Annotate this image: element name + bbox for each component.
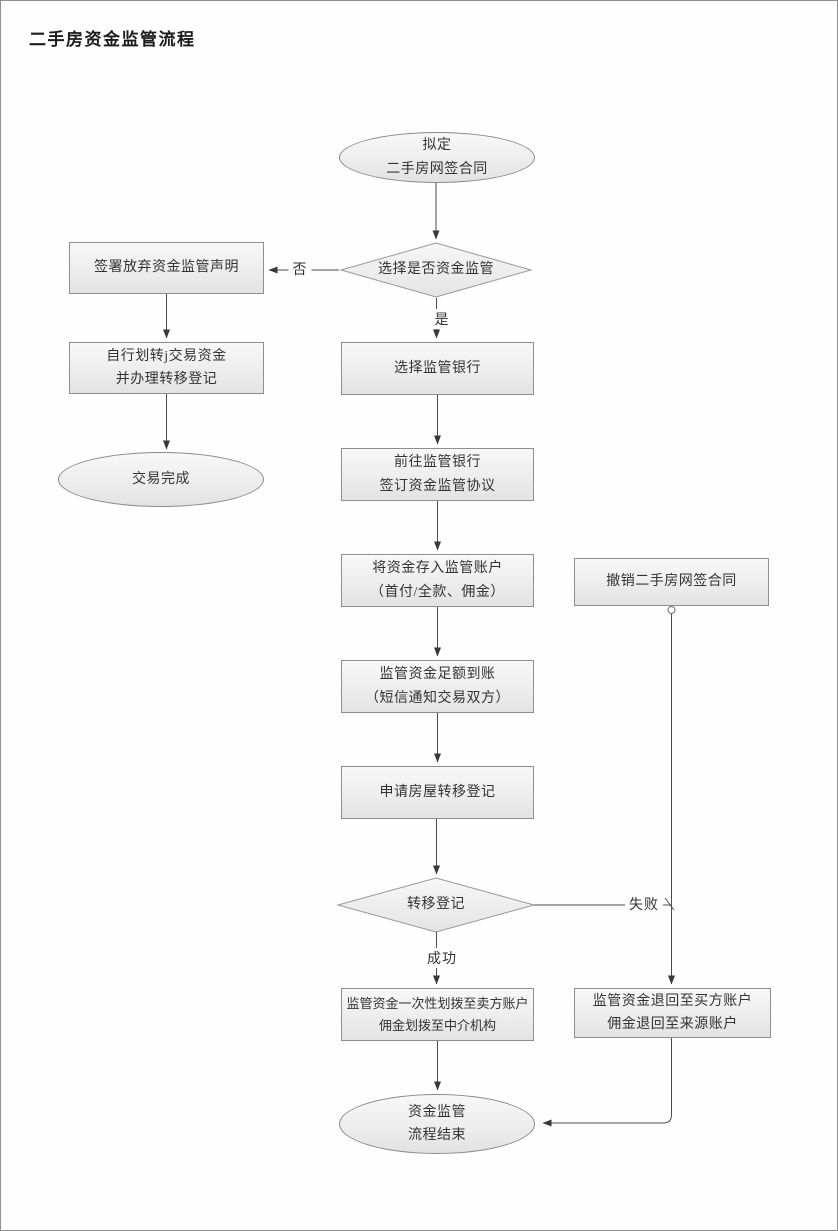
node-deposit-funds-line2: （首付/全款、佣金） <box>370 584 505 600</box>
node-funds-arrived-line2: （短信通知交易双方） <box>365 690 510 706</box>
node-funds-arrived-line1: 监管资金足额到账 <box>379 667 496 683</box>
node-decide-transfer-label: 转移登记 <box>407 897 465 913</box>
node-start-line2: 二手房网签合同 <box>386 161 488 177</box>
node-deposit-funds-line1: 将资金存入监管账户 <box>372 561 503 577</box>
node-end-line1: 资金监管 <box>408 1104 466 1120</box>
node-payout-seller-line2: 佣金划拨至中介机构 <box>378 1017 496 1033</box>
node-refund-buyer-line1: 监管资金退回至买方账户 <box>592 993 753 1009</box>
node-start: 拟定 二手房网签合同 <box>339 132 535 183</box>
node-start-line1: 拟定 <box>422 138 452 154</box>
cancel-bottom-connector-circle <box>667 606 676 614</box>
node-apply-transfer-label: 申请房屋转移登记 <box>379 784 496 800</box>
node-cancel-contract: 撤销二手房网签合同 <box>574 558 769 606</box>
node-refund-buyer-line2: 佣金退回至来源账户 <box>607 1017 738 1032</box>
edge-fail-merge-tick <box>664 897 675 911</box>
node-go-bank: 前往监管银行 签订资金监管协议 <box>341 448 534 501</box>
edge-label-yes: 是 <box>430 309 454 329</box>
node-payout-seller: 监管资金一次性划拨至卖方账户 佣金划拨至中介机构 <box>341 988 534 1041</box>
node-choose-bank: 选择监管银行 <box>341 342 534 395</box>
node-decide-escrow-label: 选择是否资金监管 <box>378 262 494 278</box>
edge-refund-to-end <box>542 1038 672 1127</box>
edge-label-success: 成功 <box>423 948 461 968</box>
node-self-transfer-line1: 自行划转j交易资金 <box>106 348 227 364</box>
node-funds-arrived: 监管资金足额到账 （短信通知交易双方） <box>341 660 534 713</box>
node-deposit-funds: 将资金存入监管账户 （首付/全款、佣金） <box>341 554 534 607</box>
node-apply-transfer: 申请房屋转移登记 <box>341 766 534 819</box>
node-sign-waiver: 签署放弃资金监管声明 <box>69 242 264 294</box>
node-go-bank-line1: 前往监管银行 <box>394 455 481 471</box>
node-payout-seller-line1: 监管资金一次性划拨至卖方账户 <box>346 996 529 1012</box>
node-decide-escrow: 选择是否资金监管 <box>341 243 531 297</box>
edge-label-fail: 失败 <box>625 894 663 914</box>
page-title: 二手房资金监管流程 <box>29 30 196 49</box>
node-self-transfer: 自行划转j交易资金 并办理转移登记 <box>69 342 264 394</box>
node-refund-buyer: 监管资金退回至买方账户 佣金退回至来源账户 <box>574 988 771 1038</box>
node-choose-bank-label: 选择监管银行 <box>394 360 481 376</box>
node-end: 资金监管 流程结束 <box>339 1094 535 1154</box>
edge-label-no: 否 <box>288 259 312 279</box>
node-cancel-contract-label: 撤销二手房网签合同 <box>606 574 737 590</box>
node-decide-transfer: 转移登记 <box>338 878 534 932</box>
node-sign-waiver-label: 签署放弃资金监管声明 <box>94 260 239 276</box>
node-deal-done-label: 交易完成 <box>132 471 190 487</box>
decision-escrow-diamond-shape <box>339 242 533 298</box>
node-go-bank-line2: 签订资金监管协议 <box>379 478 496 494</box>
node-end-line2: 流程结束 <box>408 1128 466 1143</box>
node-deal-done: 交易完成 <box>58 452 264 507</box>
node-self-transfer-line2: 并办理转移登记 <box>115 372 218 387</box>
